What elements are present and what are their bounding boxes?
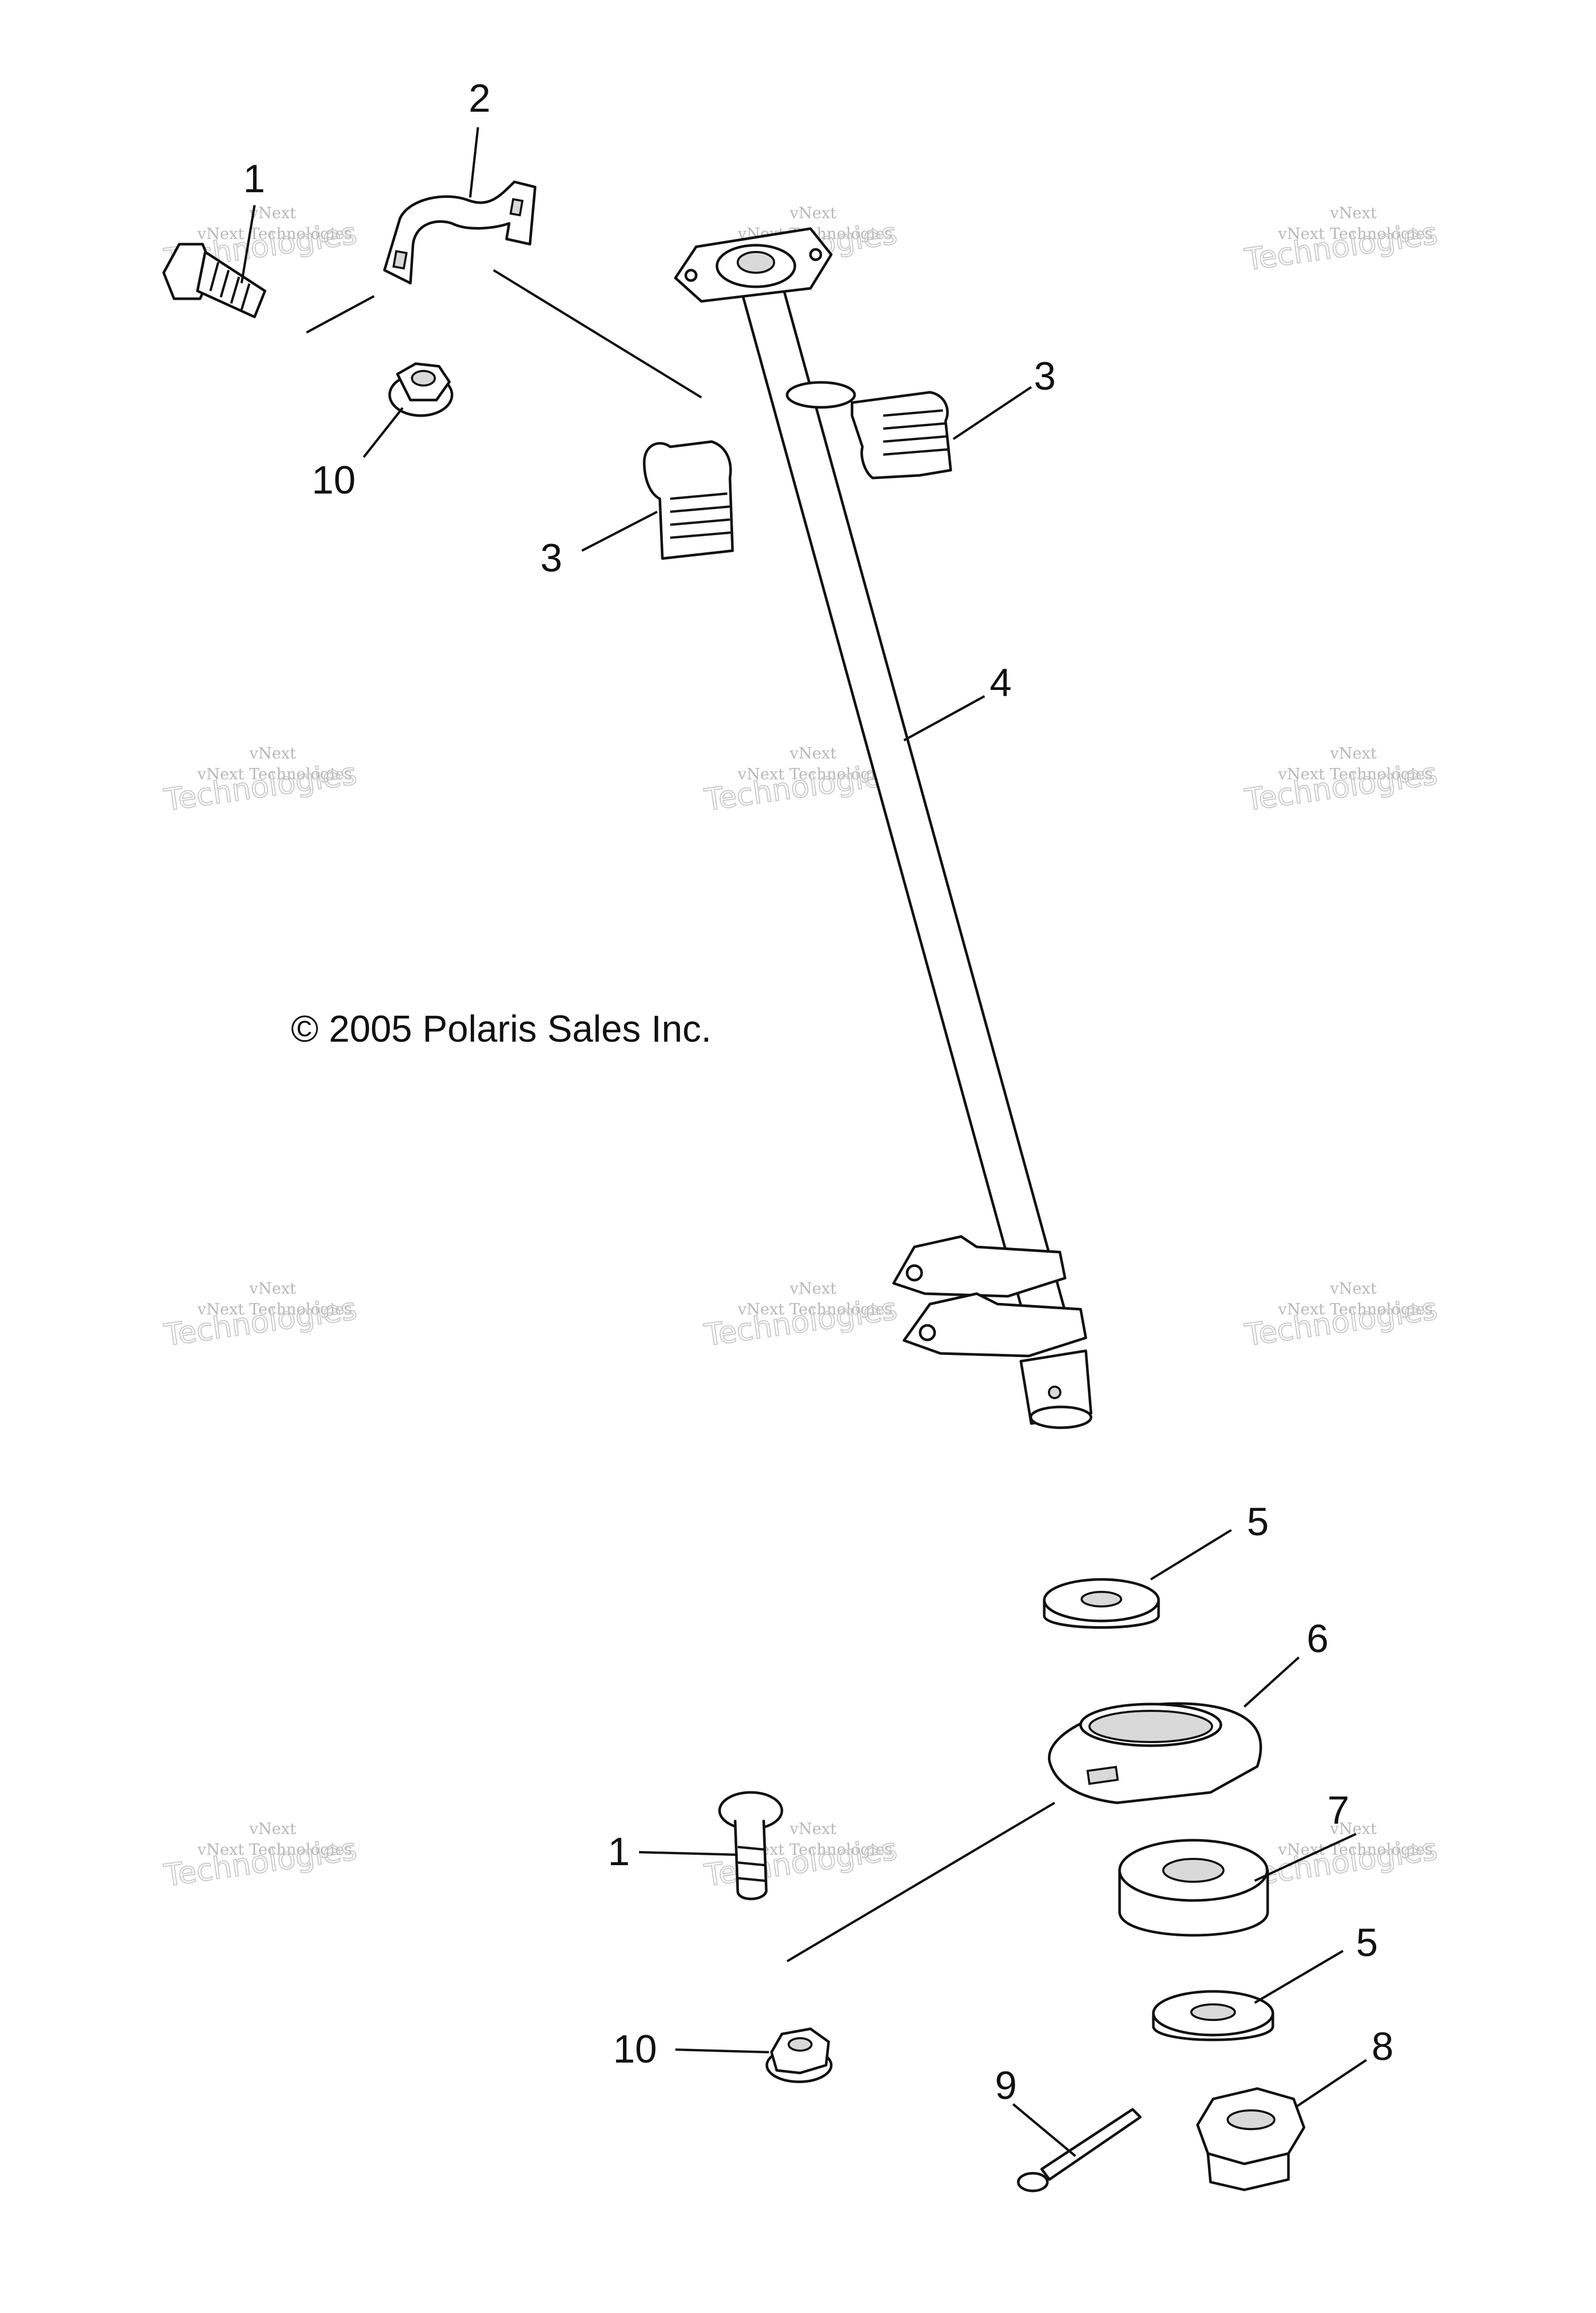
housing-part-6 (1048, 1702, 1262, 1804)
leader-line-5-top (1150, 1529, 1232, 1580)
leader-line-1-top (240, 205, 256, 284)
callout-5-top: 5 (1247, 1500, 1269, 1544)
assembly-line (305, 295, 375, 334)
watermark-tile: vNext vNext Technologies Technologies (1242, 204, 1440, 278)
washer-part-5-top (1043, 1578, 1160, 1629)
callout-7: 7 (1327, 1788, 1349, 1832)
callout-10-bottom: 10 (613, 2027, 657, 2071)
leader-line-3-right (952, 386, 1032, 440)
callout-1-bottom: 1 (608, 1830, 630, 1874)
svg-text:vNext: vNext (249, 1280, 296, 1298)
callout-1-top: 1 (243, 157, 265, 201)
callout-4: 4 (990, 661, 1012, 705)
svg-text:vNext Technologies: vNext Technologies (197, 225, 352, 243)
leader-line-5-bottom (1254, 1950, 1344, 2004)
svg-text:vNext: vNext (1329, 745, 1377, 763)
leader-line-10-top (363, 407, 404, 458)
svg-text:vNext: vNext (249, 1820, 296, 1838)
steering-shaft-part-4 (674, 227, 1093, 1429)
leader-line-4 (903, 695, 986, 741)
svg-text:vNext: vNext (1329, 204, 1377, 222)
clamp-part-2 (383, 180, 537, 285)
watermark-tile: vNext vNext Technologies Technologies (1242, 1280, 1440, 1353)
leader-line-2 (469, 127, 480, 198)
callout-3-right: 3 (1034, 354, 1056, 398)
castle-nut-part-8 (1196, 2087, 1306, 2191)
leader-line-3-left (581, 511, 658, 552)
svg-text:vNext: vNext (249, 745, 296, 763)
svg-text:vNext Technologies: vNext Technologies (197, 1300, 352, 1319)
svg-text:vNext: vNext (1329, 1280, 1377, 1298)
leader-line-10-bottom (675, 2048, 769, 2054)
leader-line-7 (1254, 1832, 1356, 1882)
watermark-tile: vNext vNext Technologies Technologies (1242, 745, 1440, 818)
svg-text:vNext: vNext (789, 1820, 836, 1838)
svg-text:vNext: vNext (789, 1280, 836, 1298)
leader-line-6 (1243, 1656, 1300, 1708)
nut-part-10-bottom (765, 2027, 833, 2083)
nut-part-10-top (388, 362, 454, 417)
svg-text:vNext Technologies: vNext Technologies (737, 1300, 893, 1319)
assembly-line (786, 1802, 1056, 1962)
svg-text:vNext Technologies: vNext Technologies (1278, 765, 1433, 783)
svg-text:vNext: vNext (249, 204, 296, 222)
svg-text:vNext Technologies: vNext Technologies (1278, 1300, 1433, 1319)
leader-line-8 (1295, 2059, 1367, 2108)
callout-2: 2 (469, 76, 490, 121)
watermark-tile: vNext vNext Technologies Technologies (701, 1820, 899, 1894)
watermark-tile: vNext vNext Technologies Technologies (161, 745, 359, 818)
watermark-tile: vNext vNext Technologies Technologies (161, 1820, 359, 1894)
callout-8: 8 (1372, 2025, 1393, 2069)
leader-line-1-bottom (639, 1851, 738, 1856)
copyright-text: © 2005 Polaris Sales Inc. (291, 1008, 711, 1050)
callout-10-top: 10 (312, 458, 356, 502)
bushing-part-7 (1118, 1839, 1269, 1937)
cotter-pin-part-9 (1017, 2108, 1142, 2192)
callout-5-bottom: 5 (1356, 1921, 1378, 1965)
leader-line-9 (1012, 2103, 1076, 2157)
bolt-part-1-bottom (718, 1791, 783, 1900)
svg-text:vNext: vNext (789, 204, 836, 222)
assembly-line (493, 269, 702, 398)
callout-9: 9 (995, 2064, 1017, 2108)
svg-text:vNext Technologies: vNext Technologies (1278, 225, 1433, 243)
svg-text:vNext Technologies: vNext Technologies (197, 1841, 352, 1859)
washer-part-5-bottom (1152, 1990, 1274, 2041)
watermark-tile: vNext vNext Technologies Technologies (701, 1280, 899, 1353)
callout-3-left: 3 (540, 536, 562, 580)
bushing-part-3-right (850, 391, 952, 480)
callout-6: 6 (1307, 1617, 1328, 1661)
svg-text:vNext Technologies: vNext Technologies (197, 765, 352, 783)
svg-text:vNext: vNext (789, 745, 836, 763)
bolt-part-1-top (162, 243, 267, 318)
watermark-tile: vNext vNext Technologies Technologies (161, 1280, 359, 1353)
svg-text:vNext Technologies: vNext Technologies (737, 765, 893, 783)
svg-text:vNext Technologies: vNext Technologies (1278, 1841, 1433, 1859)
bushing-part-3-left (643, 440, 734, 560)
